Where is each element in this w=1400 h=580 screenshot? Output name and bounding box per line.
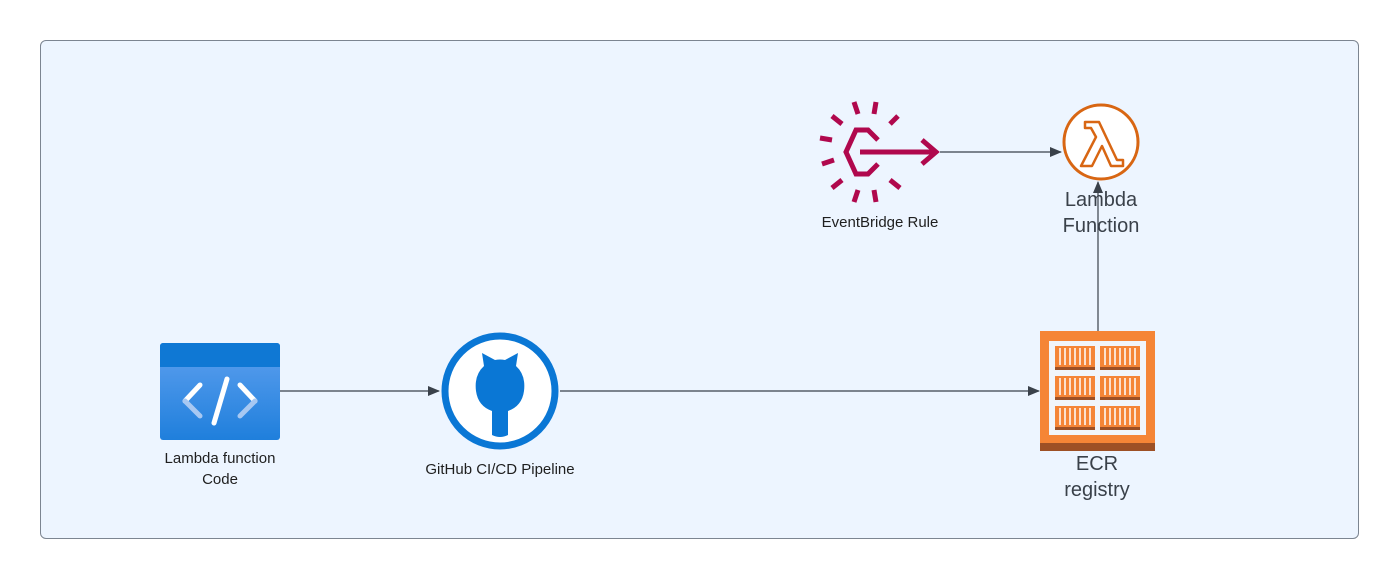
node-ecr-registry[interactable] xyxy=(1040,331,1155,451)
node-lambda-code[interactable] xyxy=(160,343,280,440)
github-icon xyxy=(441,332,559,450)
node-eventbridge-rule[interactable] xyxy=(818,100,942,204)
lambda-code-label: Lambda function Code xyxy=(164,450,276,488)
lambda-icon xyxy=(1062,103,1140,181)
ecr-registry-icon xyxy=(1040,331,1155,451)
diagram-container xyxy=(40,40,1359,539)
node-github-pipeline[interactable] xyxy=(440,331,560,451)
code-window-icon xyxy=(160,343,280,440)
eventbridge-label: EventBridge Rule xyxy=(821,214,939,231)
eventbridge-icon xyxy=(819,101,940,203)
lambda-function-label: Lambda Function xyxy=(1062,189,1140,237)
ecr-label: ECR registry xyxy=(1064,453,1130,501)
node-lambda-function[interactable] xyxy=(1061,102,1141,182)
github-label: GitHub CI/CD Pipeline xyxy=(425,461,575,478)
